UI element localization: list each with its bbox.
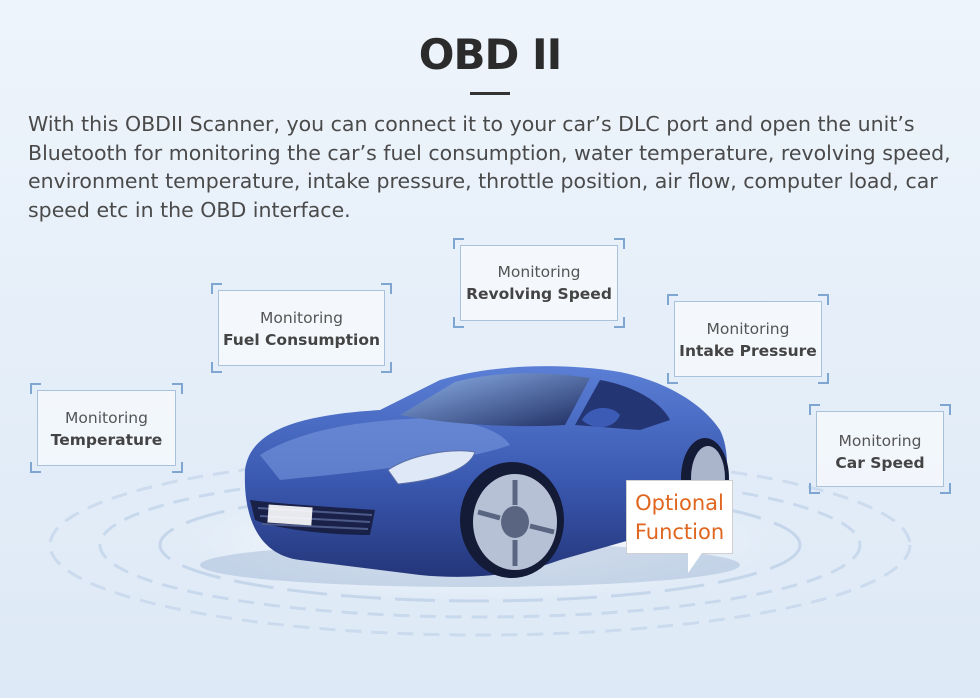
optional-line2: Function [634, 520, 725, 544]
label-temperature-line1: Monitoring [65, 409, 148, 427]
optional-function-callout: Optional Function [626, 480, 733, 554]
label-speed-line2: Car Speed [835, 454, 925, 472]
label-monitoring-temperature: Monitoring Temperature [30, 383, 183, 473]
label-monitoring-intake: Monitoring Intake Pressure [667, 294, 829, 384]
label-monitoring-fuel: Monitoring Fuel Consumption [211, 283, 392, 373]
label-intake-line2: Intake Pressure [679, 342, 817, 360]
label-temperature-line2: Temperature [50, 431, 163, 449]
label-intake-line1: Monitoring [706, 320, 790, 338]
page-title: OBD II [418, 30, 562, 79]
callout-tail [688, 553, 702, 573]
label-fuel-line2: Fuel Consumption [222, 331, 381, 349]
label-monitoring-revolving: Monitoring Revolving Speed [453, 238, 625, 328]
car-icon [244, 366, 729, 578]
label-speed-line1: Monitoring [838, 432, 922, 450]
title-underline [470, 92, 510, 95]
optional-line1: Optional [635, 491, 724, 515]
label-monitoring-speed: Monitoring Car Speed [809, 404, 951, 494]
label-fuel-line1: Monitoring [260, 309, 343, 327]
description-text: With this OBDII Scanner, you can connect… [28, 112, 951, 222]
label-revolving-line1: Monitoring [497, 263, 581, 281]
label-revolving-line2: Revolving Speed [466, 285, 612, 303]
